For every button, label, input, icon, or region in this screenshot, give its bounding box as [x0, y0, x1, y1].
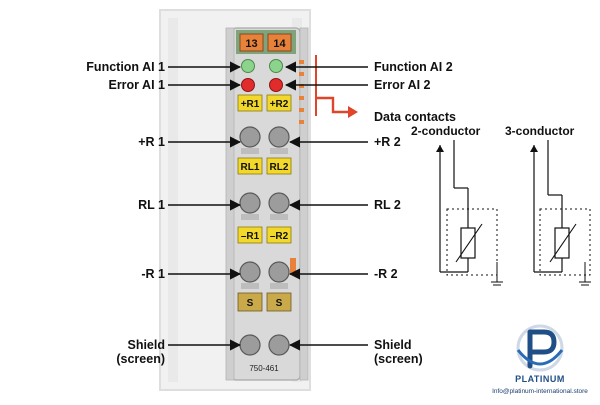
label-function-ai1: Function AI 1: [86, 60, 165, 74]
label-shield-left: Shield: [127, 338, 165, 352]
label-error-ai1: Error AI 1: [108, 78, 165, 92]
clamp-minus-r2: [268, 261, 290, 283]
clamp-minus-r1: [239, 261, 261, 283]
terminal-13-label: 13: [245, 38, 257, 50]
watermark-brand: PLATINUM: [515, 374, 565, 384]
label-plus-r2: +R 2: [374, 135, 401, 149]
module-model-number: 750-461: [249, 364, 279, 373]
label-data-contacts: Data contacts: [374, 110, 456, 124]
label-rl1: RL 1: [138, 198, 165, 212]
clamp-rl2: [268, 192, 290, 214]
tag-rl1: RL1: [241, 162, 260, 173]
rtd-sensor-icon-3c: [554, 227, 570, 259]
wiring-schematics: 2-conductor 3-conductor: [411, 124, 591, 286]
label-minus-r1: -R 1: [141, 267, 165, 281]
clamp-shield-1: [239, 334, 261, 356]
label-two-conductor: 2-conductor: [411, 124, 481, 138]
two-conductor-circuit: [436, 140, 503, 286]
tag-plus-r2: +R2: [270, 99, 289, 110]
label-three-conductor: 3-conductor: [505, 124, 575, 138]
tag-rl2: RL2: [270, 162, 289, 173]
clamp-plus-r2: [268, 126, 290, 148]
led-error-ai1: [241, 78, 255, 92]
tag-shield-1: S: [247, 298, 254, 309]
data-contacts: [299, 55, 358, 124]
terminal-13-tag: 13: [239, 33, 264, 52]
io-module: 13 14 +R1 +R2 RL1 RL2 –R1 –R2: [225, 27, 309, 381]
three-conductor-circuit: [530, 140, 591, 286]
left-labels: Function AI 1 Error AI 1 +R 1 RL 1 -R 1 …: [86, 60, 242, 366]
rtd-sensor-icon: [460, 227, 476, 259]
label-error-ai2: Error AI 2: [374, 78, 431, 92]
led-function-ai1: [241, 59, 255, 73]
led-error-ai2: [269, 78, 283, 92]
label-function-ai2: Function AI 2: [374, 60, 453, 74]
terminal-14-label: 14: [273, 38, 286, 50]
clamp-shield-2: [268, 334, 290, 356]
clamp-rl1: [239, 192, 261, 214]
tag-plus-r1: +R1: [241, 99, 260, 110]
label-plus-r1: +R 1: [138, 135, 165, 149]
label-screen-left: (screen): [116, 352, 165, 366]
right-labels: Function AI 2 Error AI 2 Data contacts +…: [284, 60, 456, 366]
watermark-url: Info@platinum-international.store: [492, 388, 588, 395]
led-function-ai2: [269, 59, 283, 73]
data-contact-arrow-icon: [348, 106, 358, 118]
terminal-14-tag: 14: [267, 33, 292, 52]
platinum-watermark: PLATINUM Info@platinum-international.sto…: [492, 324, 588, 395]
label-rl2: RL 2: [374, 198, 401, 212]
tag-shield-2: S: [276, 298, 283, 309]
label-shield-right: Shield: [374, 338, 412, 352]
tag-minus-r1: –R1: [241, 231, 260, 242]
label-minus-r2: -R 2: [374, 267, 398, 281]
label-screen-right: (screen): [374, 352, 423, 366]
clamp-plus-r1: [239, 126, 261, 148]
tag-minus-r2: –R2: [270, 231, 289, 242]
